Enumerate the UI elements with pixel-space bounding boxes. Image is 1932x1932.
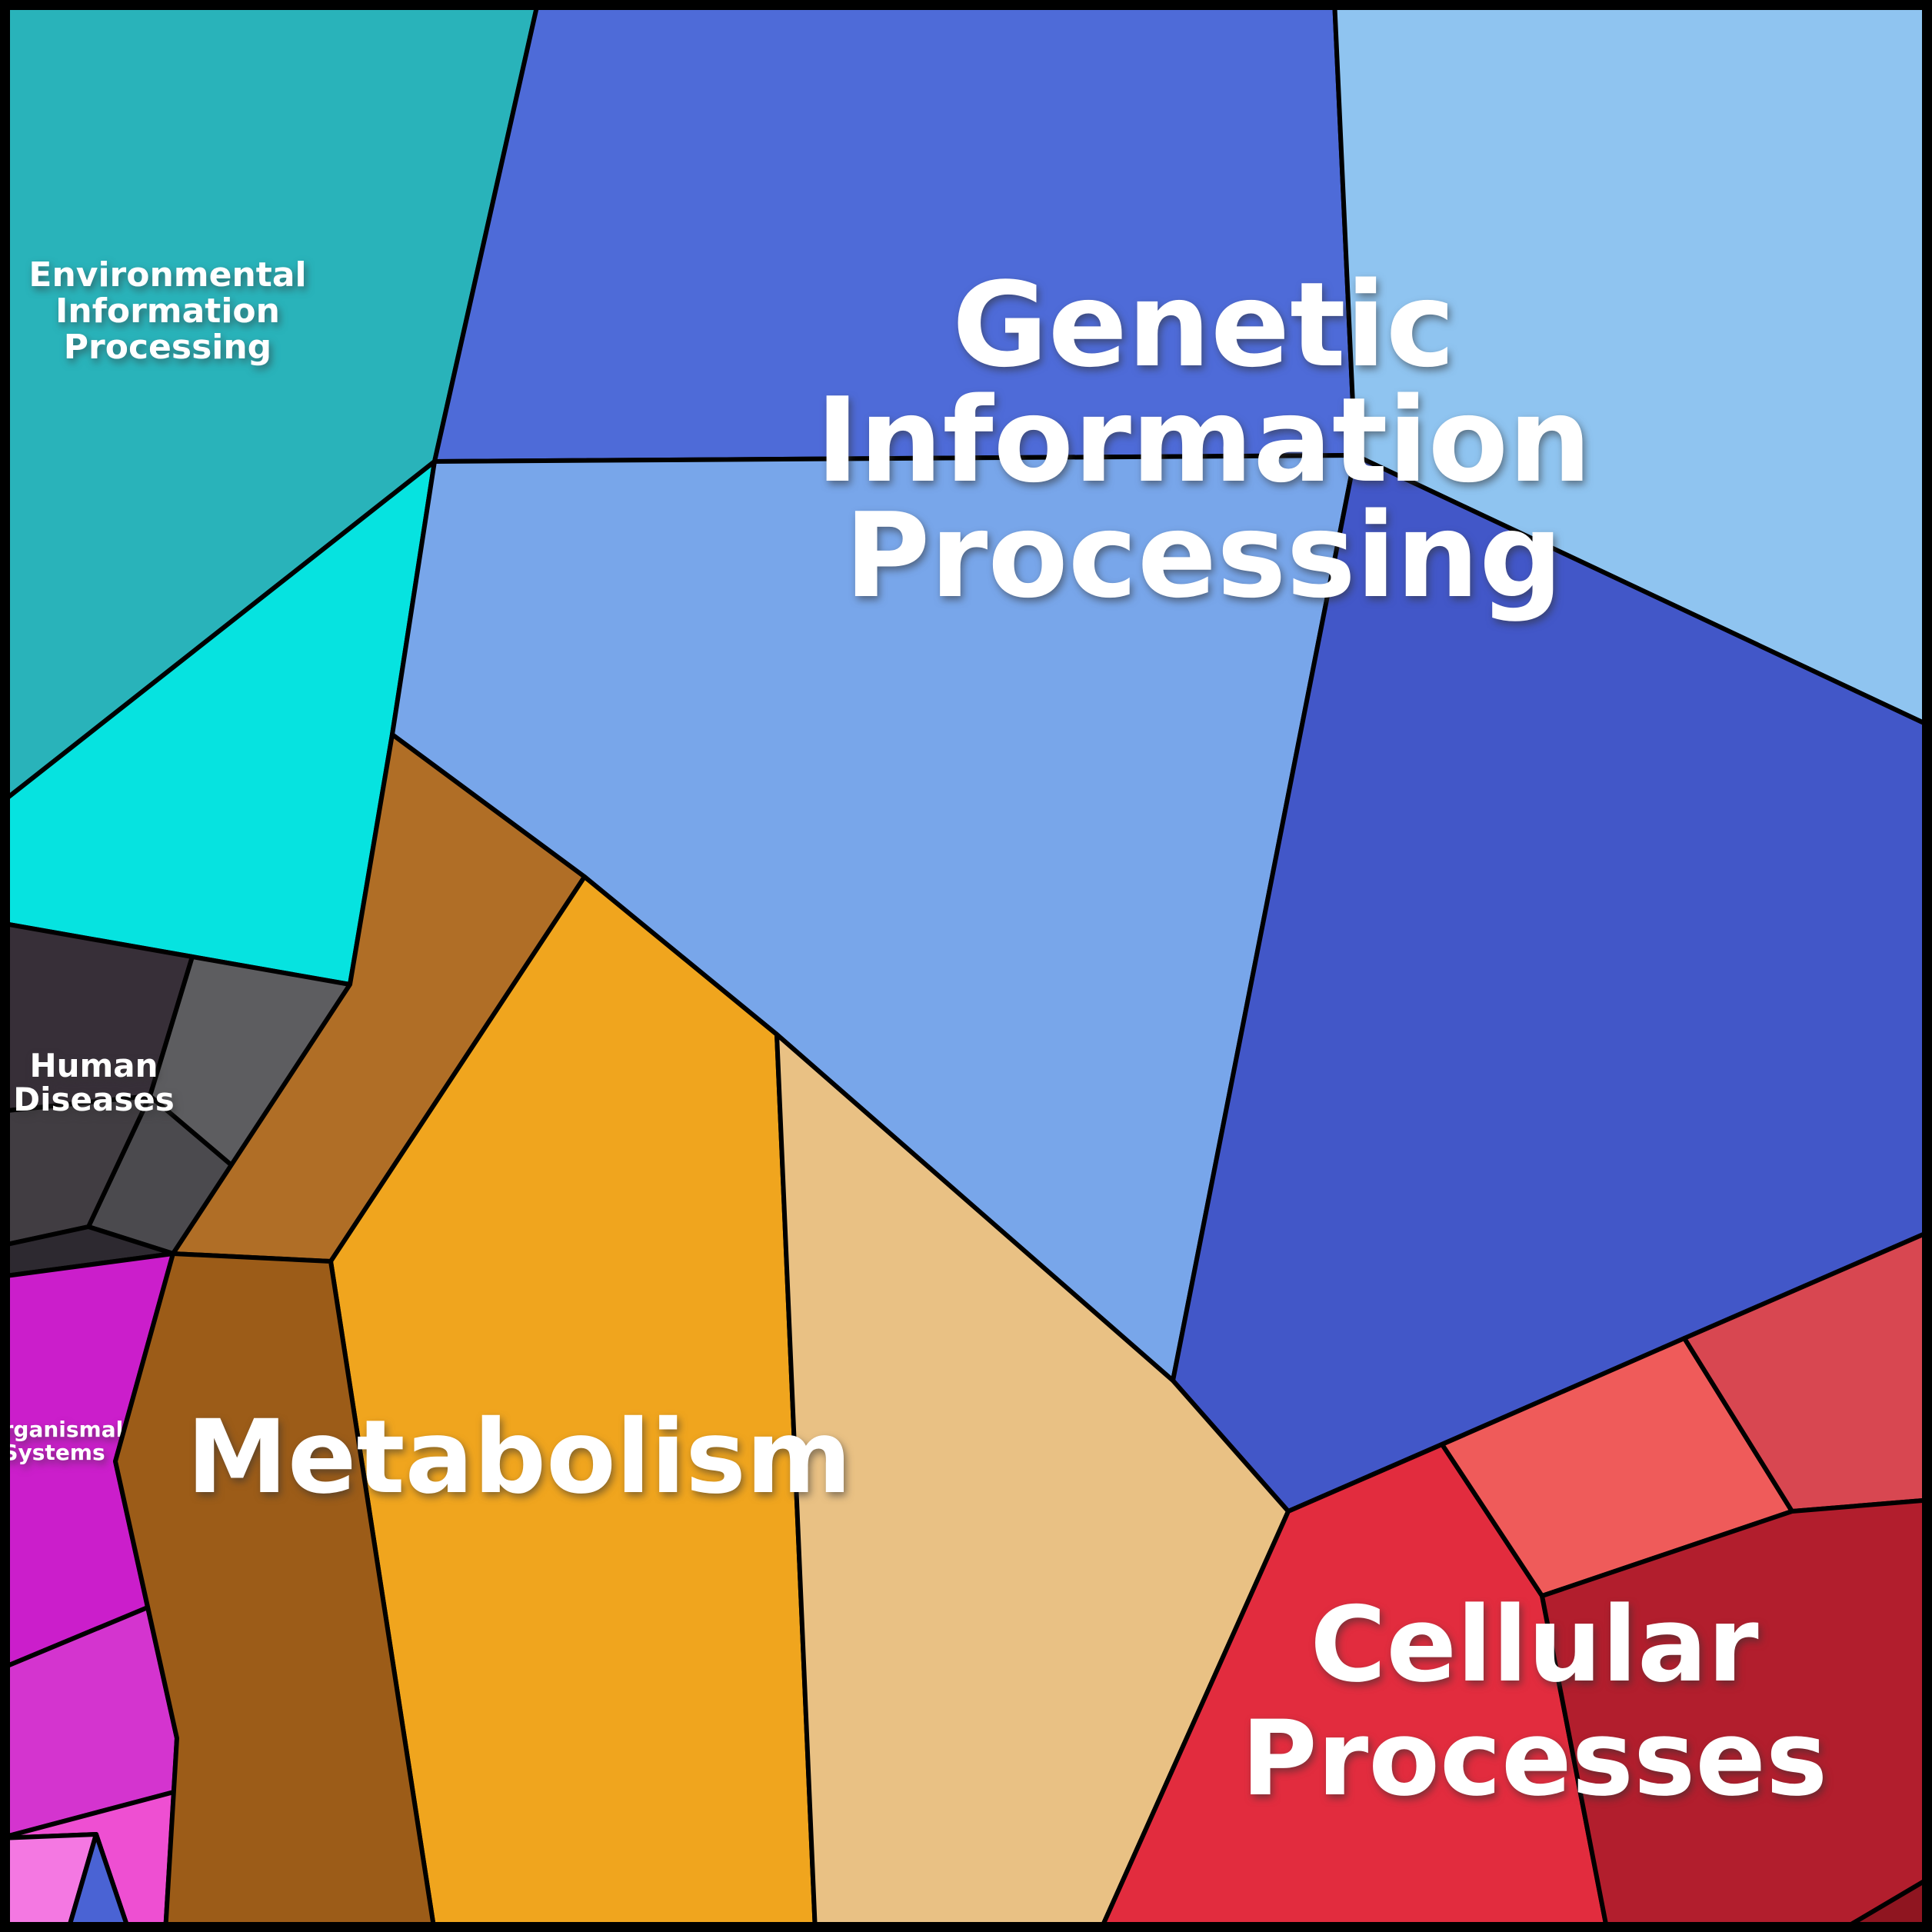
cell-genetic-information-processing-1[interactable] bbox=[1332, 0, 1932, 729]
cell-metabolism-3[interactable] bbox=[113, 1251, 437, 1932]
cell-cellular-processes-3[interactable] bbox=[1540, 1497, 1932, 1932]
cell-genetic-information-processing-0[interactable] bbox=[432, 0, 1357, 464]
cell-cellular-processes-4[interactable] bbox=[1836, 1874, 1932, 1932]
cell-organismal-systems-4[interactable] bbox=[65, 1832, 132, 1932]
cell-organismal-systems-3[interactable] bbox=[0, 1832, 98, 1932]
cell-cellular-processes-2[interactable] bbox=[1682, 1228, 1932, 1514]
cell-metabolism-1[interactable] bbox=[328, 874, 818, 1932]
